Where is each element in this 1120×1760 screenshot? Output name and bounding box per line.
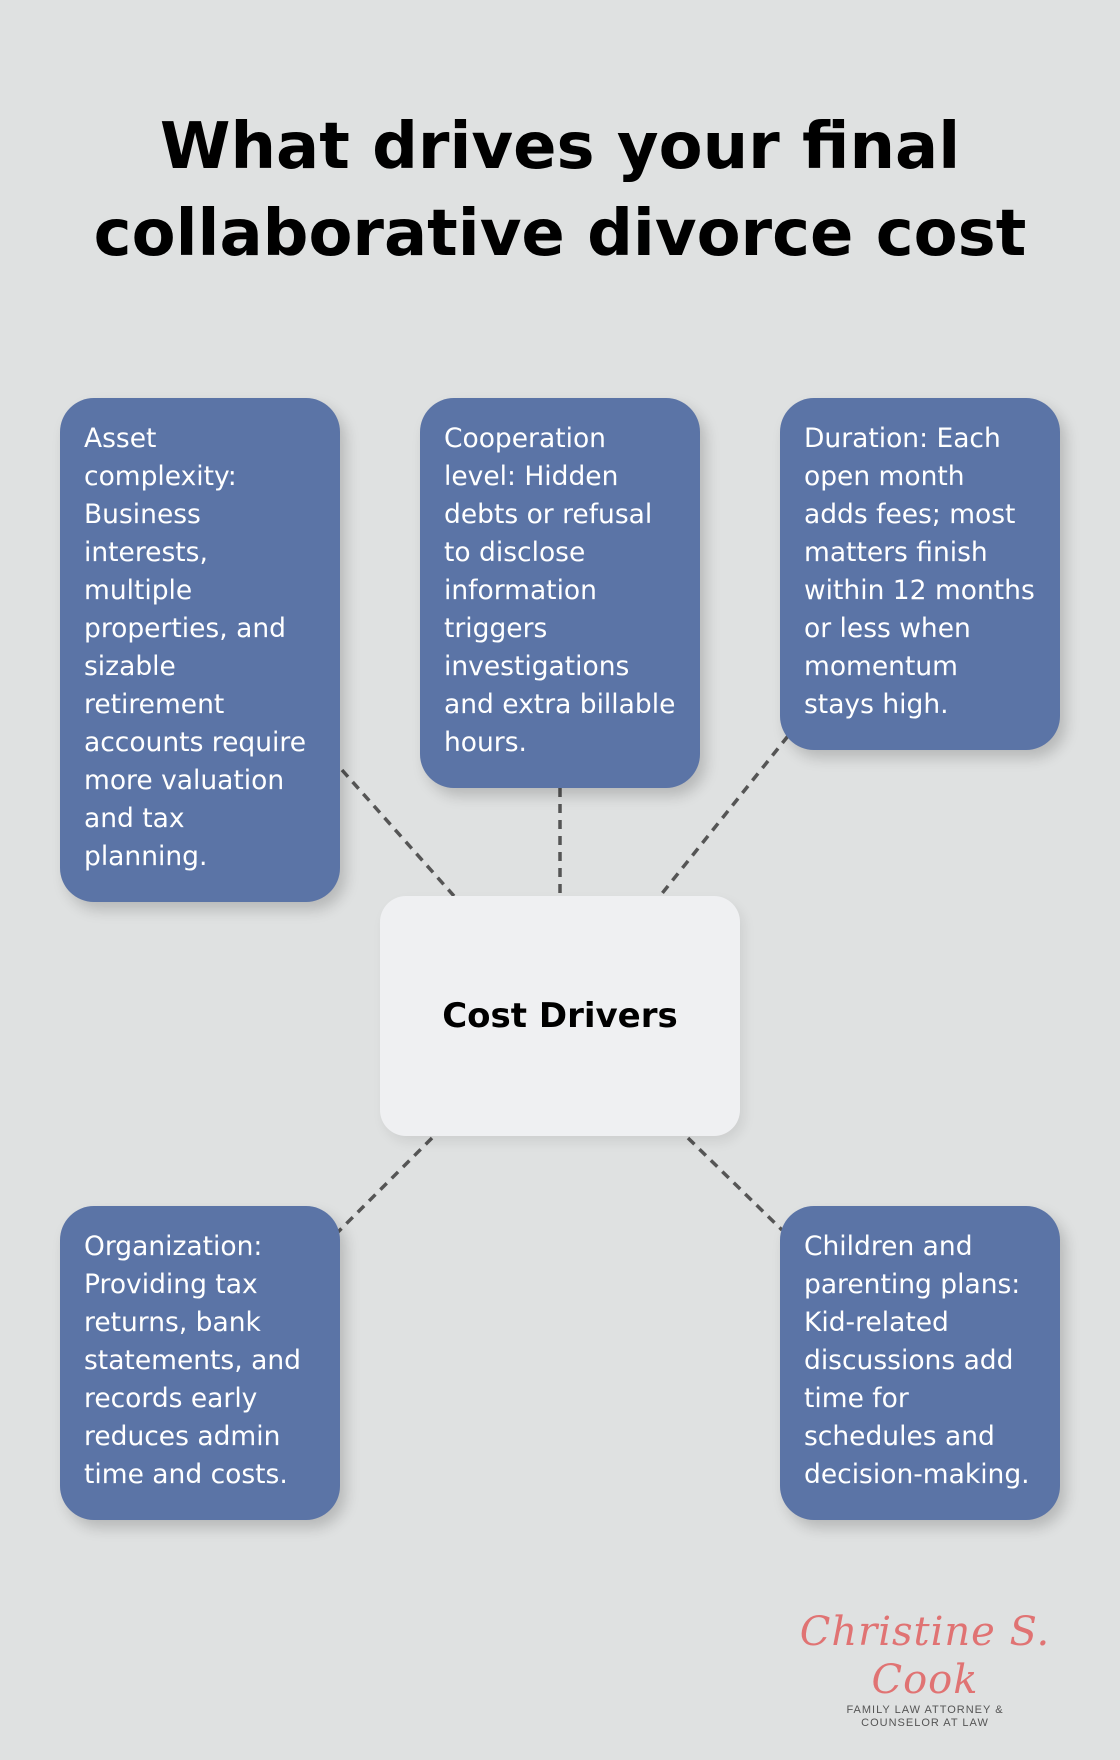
node-text: Children and parenting plans: Kid-relate… xyxy=(804,1231,1030,1490)
node-cooperation-level: Cooperation level: Hidden debts or refus… xyxy=(420,398,700,788)
connector-children-parenting xyxy=(686,1136,784,1232)
center-label: Cost Drivers xyxy=(442,996,678,1036)
node-organization: Organization: Providing tax returns, ban… xyxy=(60,1206,340,1520)
diagram-title: What drives your final collaborative div… xyxy=(0,104,1120,278)
connector-asset-complexity xyxy=(340,768,456,898)
connector-organization xyxy=(336,1136,434,1234)
center-node: Cost Drivers xyxy=(380,896,740,1136)
title-line-1: What drives your final xyxy=(159,110,961,184)
brand-logo: Christine S. Cook FAMILY LAW ATTORNEY & … xyxy=(780,1608,1070,1730)
brand-subtitle-line-1: FAMILY LAW ATTORNEY & xyxy=(846,1704,1004,1716)
node-text: Organization: Providing tax returns, ban… xyxy=(84,1231,301,1490)
node-children-parenting: Children and parenting plans: Kid-relate… xyxy=(780,1206,1060,1520)
connector-duration xyxy=(658,734,790,898)
node-text: Asset complexity: Business interests, mu… xyxy=(84,423,307,872)
node-asset-complexity: Asset complexity: Business interests, mu… xyxy=(60,398,340,902)
node-text: Cooperation level: Hidden debts or refus… xyxy=(444,423,676,758)
node-text: Duration: Each open month adds fees; mos… xyxy=(804,423,1035,720)
node-duration: Duration: Each open month adds fees; mos… xyxy=(780,398,1060,750)
brand-subtitle-line-2: COUNSELOR AT LAW xyxy=(861,1717,989,1729)
brand-name: Christine S. Cook xyxy=(799,1609,1051,1703)
title-line-2: collaborative divorce cost xyxy=(93,197,1027,271)
